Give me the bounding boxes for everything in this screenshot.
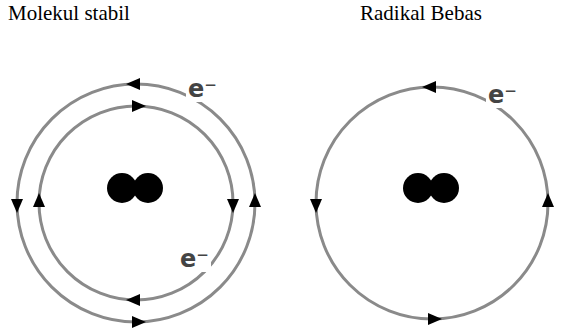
figure-heading: Molekul stabil [8, 2, 130, 25]
figure-heading: Radikal Bebas [360, 2, 482, 25]
orbit-arrows [11, 78, 261, 328]
electron-label: e⁻ [178, 246, 211, 272]
nucleus [107, 173, 163, 203]
electron-label: e⁻ [186, 76, 219, 102]
inner-orbit [39, 106, 233, 300]
orbit-arrows [310, 81, 554, 325]
electron-label: e⁻ [486, 82, 519, 108]
orbit [316, 87, 548, 319]
nucleus [403, 173, 459, 203]
outer-orbit [17, 84, 255, 322]
